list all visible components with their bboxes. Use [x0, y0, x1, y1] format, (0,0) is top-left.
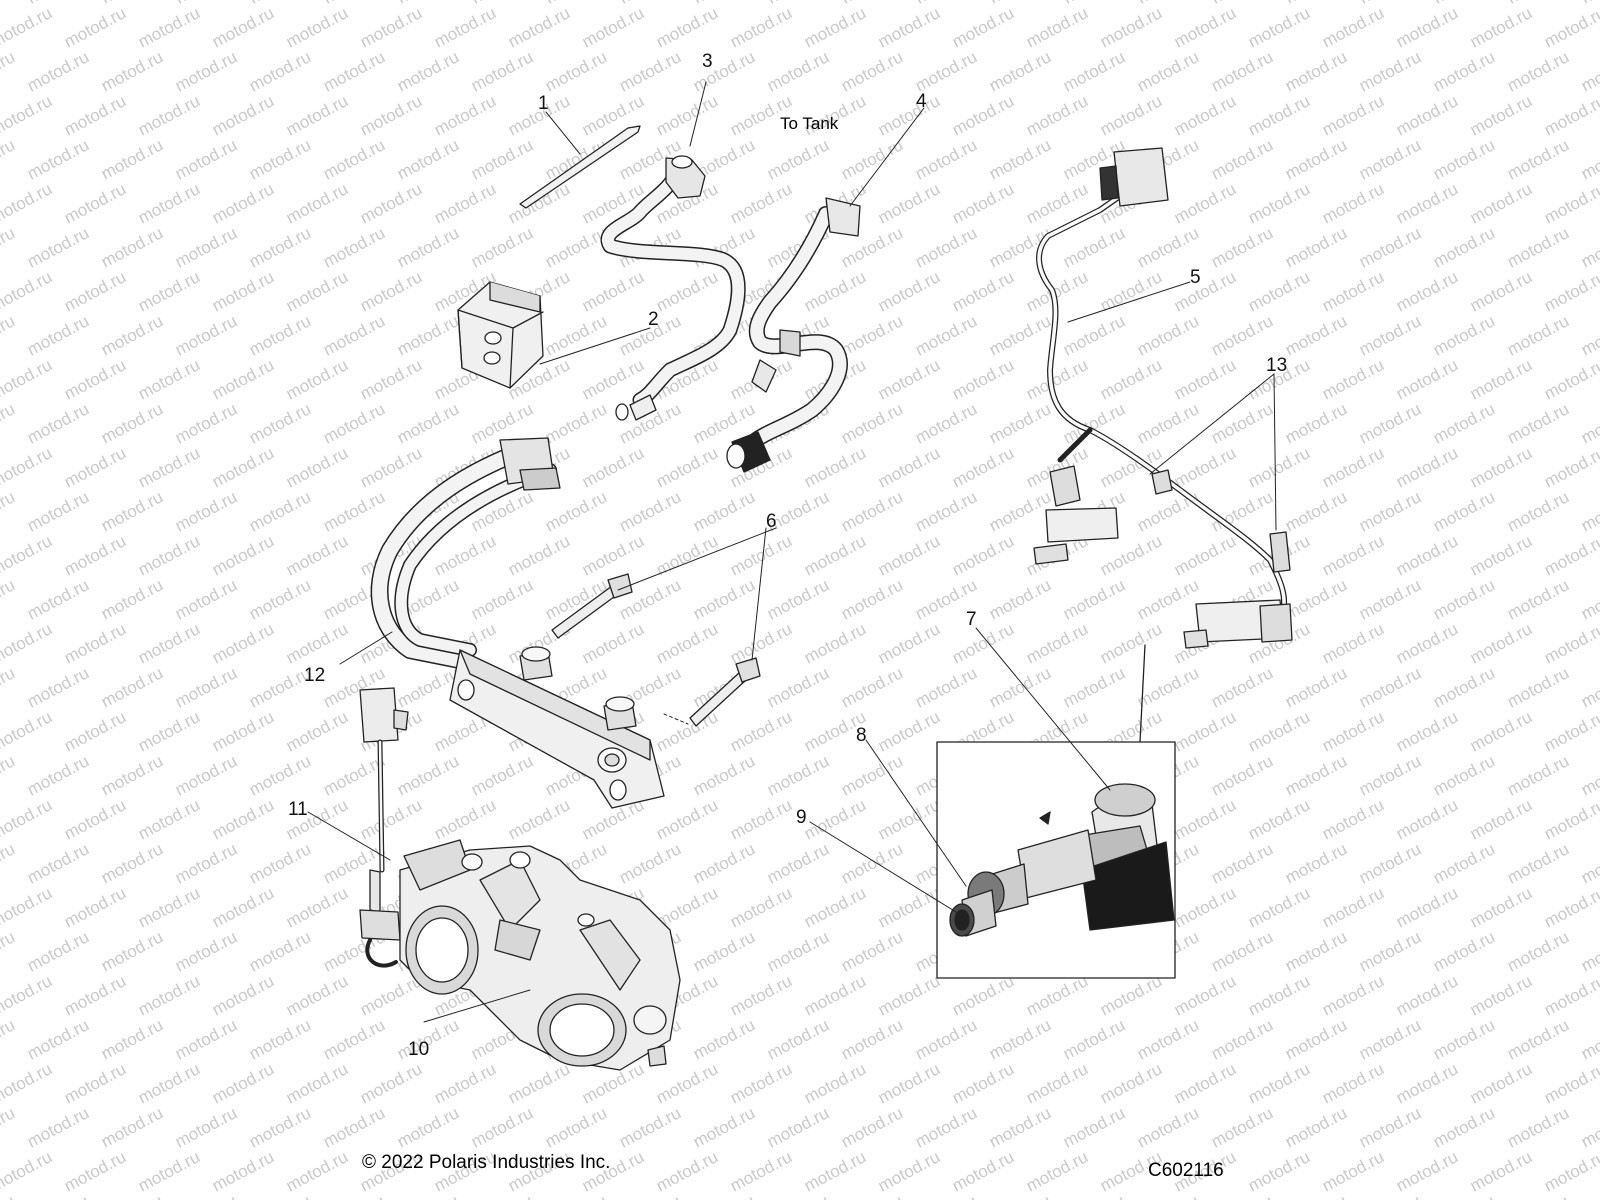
callout-4: 4 [916, 91, 927, 112]
part-5-injector-harness [1033, 147, 1293, 649]
part-6-fuel-rail-bolts [551, 573, 761, 727]
callout-1: 1 [538, 93, 549, 114]
part-1-cable-tie [519, 125, 641, 209]
to-tank-label: To Tank [780, 114, 839, 133]
callout-13: 13 [1266, 355, 1288, 376]
part-12-fuel-rail [370, 437, 665, 809]
callout-2: 2 [648, 309, 659, 330]
callout-11: 11 [288, 799, 308, 820]
part-10-throttle-body [399, 839, 681, 1071]
callout-9: 9 [796, 807, 807, 828]
callout-12: 12 [304, 665, 326, 686]
callout-3: 3 [702, 51, 713, 72]
part-11-throttle-sensor [359, 687, 409, 968]
leader-lines [307, 81, 1277, 1023]
diagram-id: C602116 [1148, 1160, 1224, 1181]
callout-5: 5 [1190, 267, 1201, 288]
callout-10: 10 [408, 1039, 430, 1060]
callout-7: 7 [966, 609, 977, 630]
part-2-clip-block [457, 281, 544, 389]
injector-detail-box [936, 644, 1176, 979]
callout-6: 6 [766, 511, 777, 532]
copyright-notice: © 2022 Polaris Industries Inc. [362, 1152, 611, 1173]
part-3-fuel-hose [600, 155, 746, 421]
part-4-hose-to-tank [726, 197, 861, 473]
callout-8: 8 [856, 725, 867, 746]
